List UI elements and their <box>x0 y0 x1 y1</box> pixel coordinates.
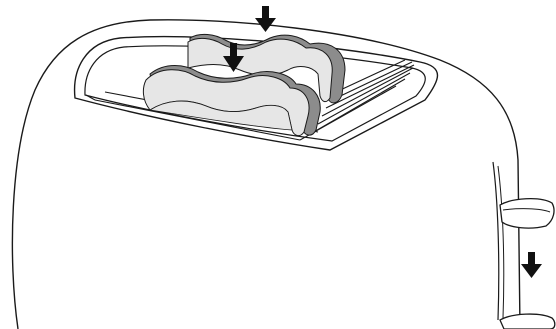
bread-front-face <box>148 100 293 131</box>
bread-slice-front <box>142 65 321 137</box>
lever-lower <box>499 313 556 329</box>
bread-slice-back <box>187 33 346 104</box>
arrow-down-icon <box>255 6 276 32</box>
lever-slot <box>492 161 505 321</box>
arrow-down-icon <box>223 43 244 72</box>
lever-upper <box>499 198 555 229</box>
arrow-down-icon <box>521 252 542 278</box>
bread-back-crumb <box>187 37 333 103</box>
